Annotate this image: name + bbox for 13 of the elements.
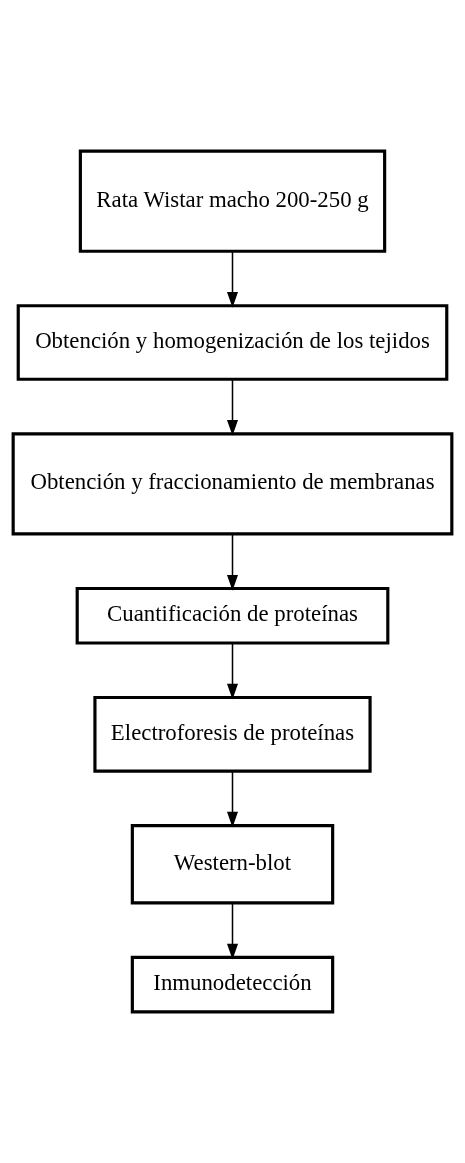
arrow — [227, 250, 238, 308]
arrow — [227, 642, 238, 700]
node-box: Western-blot — [130, 823, 335, 905]
node-box: Obtención y homogenización de los tejidos — [16, 304, 449, 381]
arrow — [227, 533, 238, 591]
node-box: Rata Wistar macho 200-250 g — [78, 149, 387, 253]
node-box: Electroforesis de proteínas — [93, 695, 372, 773]
arrow — [227, 770, 238, 828]
arrow — [227, 378, 238, 436]
arrow — [227, 902, 238, 960]
node-box: Cuantificación de proteínas — [75, 586, 390, 645]
node-box: Obtención y fraccionamiento de membranas — [11, 432, 454, 536]
node-box: Inmunodetección — [130, 955, 335, 1014]
